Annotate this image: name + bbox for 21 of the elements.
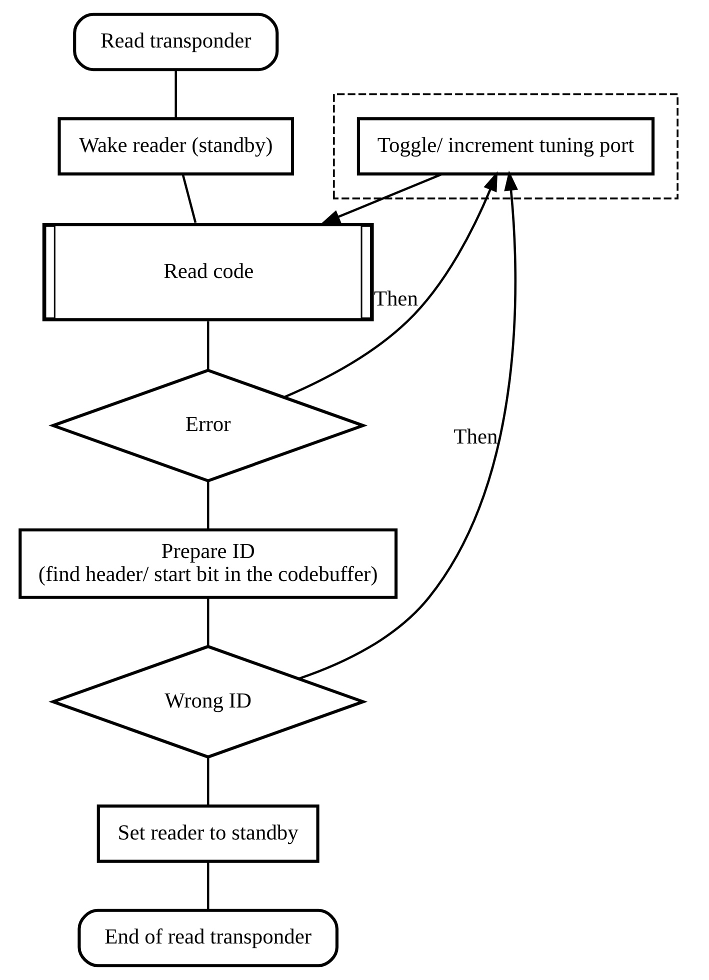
- connector: [206, 480, 209, 530]
- edge-label: Then: [453, 424, 498, 449]
- node-box: Wake reader (standby): [57, 117, 294, 176]
- connector: [181, 174, 196, 224]
- arrow: [283, 171, 498, 398]
- node-box: Toggle/ increment tuning port: [356, 117, 654, 176]
- connector: [206, 862, 209, 910]
- node-box: Set reader to standby: [96, 804, 319, 863]
- arrow: [298, 170, 518, 680]
- node-box: Read transponder: [72, 12, 278, 72]
- connector: [206, 757, 209, 806]
- connector: [206, 321, 209, 370]
- connector: [206, 598, 209, 646]
- node-box: Prepare ID (find header/ start bit in the codebuffer): [18, 528, 398, 599]
- connector: [174, 70, 177, 118]
- edge-label: Then: [373, 286, 418, 310]
- node-diamond: Error: [48, 368, 368, 482]
- arrow: [320, 173, 442, 224]
- cluster: [332, 93, 678, 200]
- node-diamond: Wrong ID: [48, 644, 368, 759]
- node-box: End of read transponder: [77, 908, 338, 968]
